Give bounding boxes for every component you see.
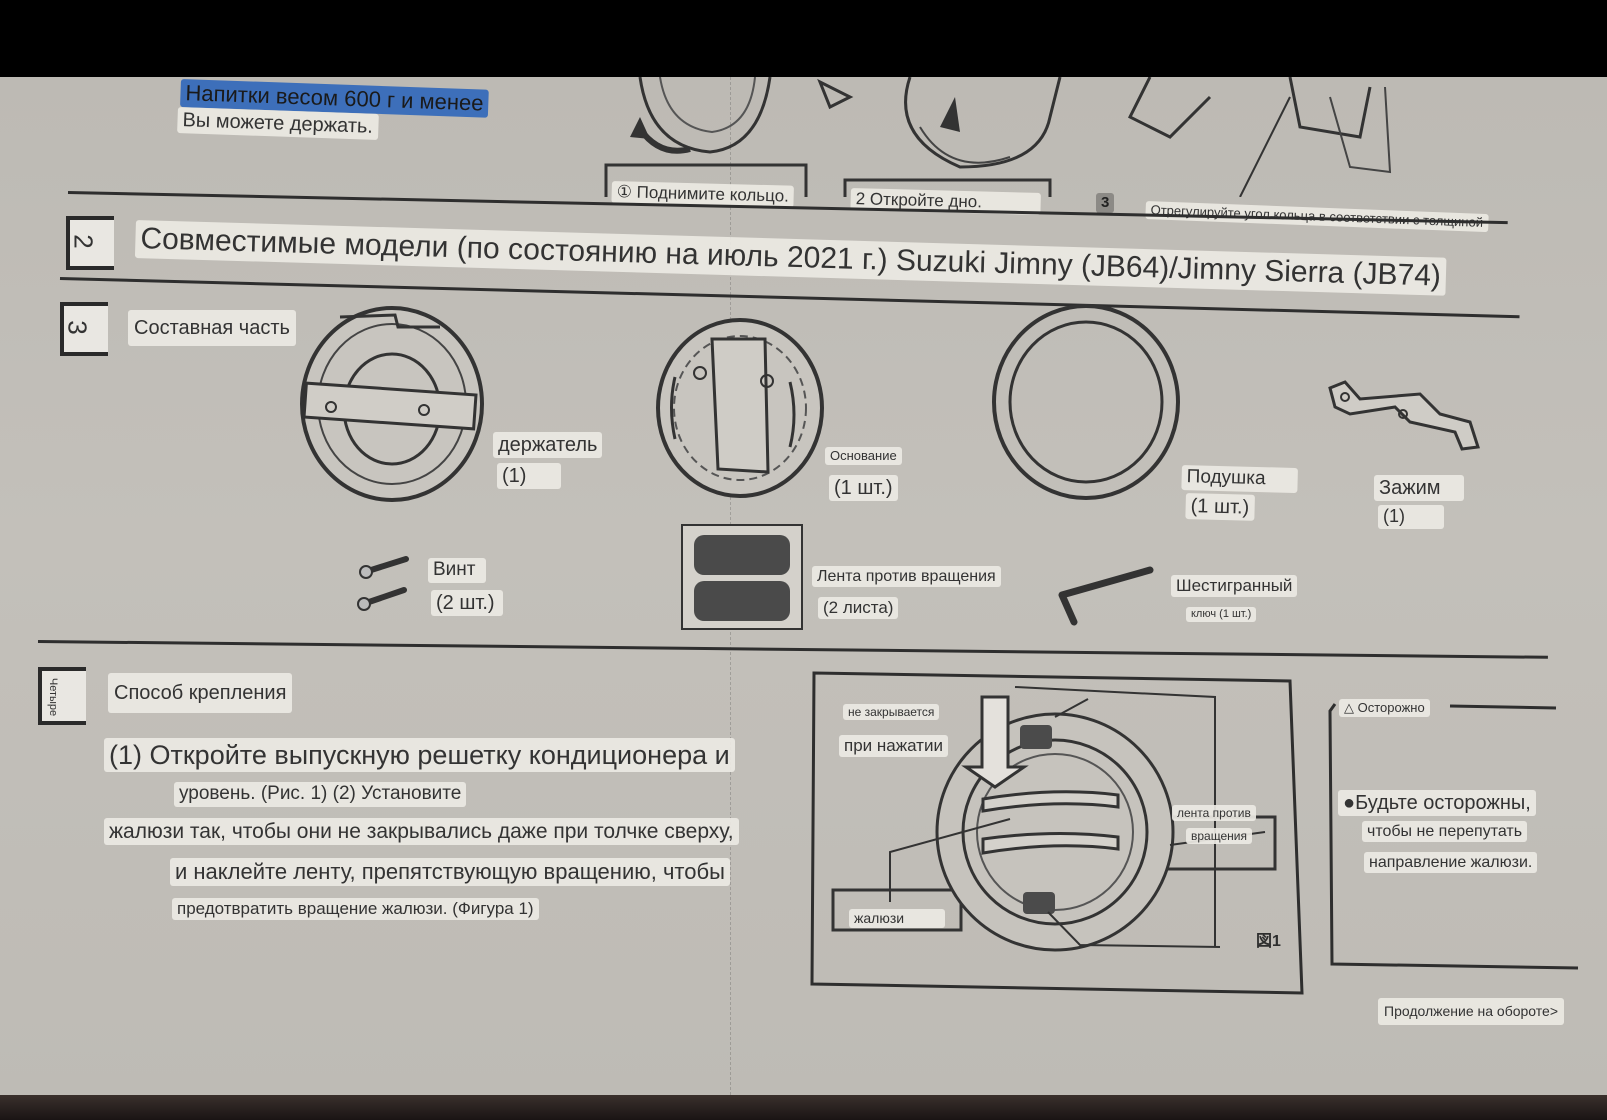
part-tape-name: Лента против вращения [812, 566, 1001, 588]
section2-number-box: 2 [66, 216, 114, 270]
part-base-qty: (1 шт.) [829, 475, 898, 501]
instruction-line-5: предотвратить вращение жалюзи. (Фигура 1… [172, 898, 539, 921]
part-base-name: Основание [825, 447, 902, 465]
part-holder-name: держатель [493, 432, 603, 458]
mounting-method-title: Способ крепления [108, 673, 293, 713]
figure-on-press-label: при нажатии [839, 735, 948, 758]
components-title: Составная часть [128, 310, 296, 346]
instruction-line-4: и наклейте ленту, препятствующую вращени… [170, 858, 730, 887]
step3-number: 3 [1096, 193, 1115, 213]
section3-number-box: 3 [60, 302, 108, 356]
clamp-drawing [1328, 380, 1480, 451]
continued-overleaf: Продолжение на обороте> [1378, 998, 1565, 1025]
part-holder-qty: (1) [497, 463, 561, 489]
part-clamp-qty: (1) [1378, 505, 1444, 529]
part-hexkey-qty: ключ (1 шт.) [1186, 607, 1257, 623]
part-screw-name: Винт [428, 558, 486, 583]
part-screw-qty: (2 шт.) [431, 590, 503, 616]
figure-tape-label-2: вращения [1186, 828, 1252, 845]
screws-drawing [357, 556, 409, 611]
top-black-bar [0, 0, 1607, 77]
part-hexkey-name: Шестигранный [1171, 575, 1298, 598]
figure-number-label: 図1 [1256, 933, 1281, 950]
figure1-illustration [810, 671, 1579, 995]
instruction-line-2: уровень. (Рис. 1) (2) Установите [174, 782, 467, 807]
holder-drawing [300, 306, 484, 502]
caution-line-1: ●Будьте осторожны, [1338, 790, 1536, 816]
top-step-illustrations [604, 77, 1392, 197]
instruction-line-1: (1) Откройте выпускную решетку кондицион… [104, 738, 735, 773]
figure-louver-label: жалюзи [849, 909, 945, 928]
caution-line-3: направление жалюзи. [1364, 852, 1538, 874]
cushion-drawing [992, 304, 1180, 500]
instruction-line-3: жалюзи так, чтобы они не закрывались даж… [104, 818, 739, 846]
parts-illustrations [300, 304, 1480, 630]
anti-rotation-tape-drawing [681, 524, 803, 630]
part-clamp-name: Зажим [1374, 475, 1464, 501]
part-tape-qty: (2 листа) [818, 597, 899, 620]
instruction-sheet: Напитки весом 600 г и менее Вы можете де… [0, 77, 1607, 1105]
section4-number-box: Четыре [38, 667, 86, 725]
hex-key-drawing [1058, 566, 1154, 626]
base-drawing [656, 318, 824, 498]
figure-tape-label-1: лента против [1172, 805, 1256, 822]
table-surface [0, 1095, 1607, 1120]
caution-title: △ Осторожно [1339, 699, 1430, 717]
figure-no-close-label: не закрывается [843, 704, 940, 721]
caution-line-2: чтобы не перепутать [1362, 821, 1528, 843]
